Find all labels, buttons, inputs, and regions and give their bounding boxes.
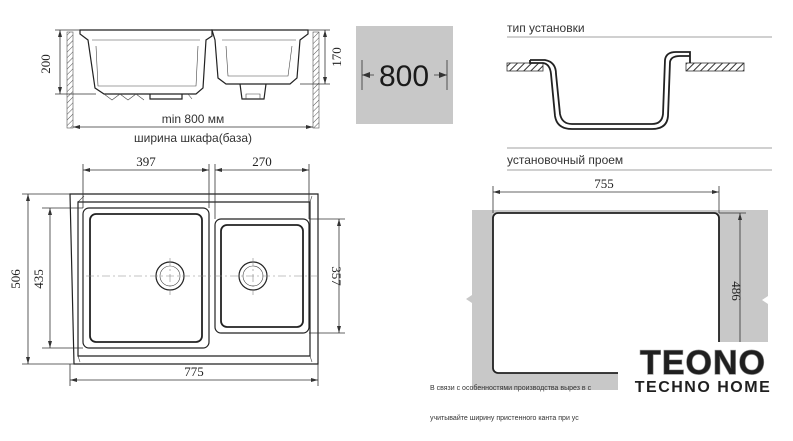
- dim-bowl-left-height: 435: [31, 269, 46, 289]
- dim-bowl-right-width: 270: [252, 154, 272, 169]
- logo-brand: TEONO: [640, 344, 766, 382]
- cabinet-wall-right: [312, 31, 320, 129]
- install-type-section: тип установки: [506, 21, 772, 149]
- dim-side-height-left: 200: [38, 54, 53, 74]
- sink-section-profile: [530, 51, 691, 125]
- top-view: 397 270 506 435 357 775: [8, 154, 345, 386]
- bowl-left: [82, 207, 210, 349]
- cabinet-wall-left: [66, 31, 74, 129]
- dim-side-height-right: 170: [329, 47, 344, 67]
- dim-total-width: 775: [184, 364, 204, 379]
- cutout-height: 486: [729, 281, 744, 301]
- badge-value: 800: [379, 60, 429, 93]
- install-type-title: тип установки: [507, 21, 585, 35]
- countertop-right: [685, 62, 745, 72]
- side-view: 200 170 min 800 мм ширина шкафа(база): [38, 29, 344, 145]
- dim-total-height: 506: [8, 269, 23, 289]
- cutout-title: установочный проем: [507, 153, 623, 167]
- note-line-2: учитывайте ширину пристенного канта при …: [430, 414, 579, 422]
- drain-right: [239, 83, 267, 100]
- dim-bowl-right-height: 357: [329, 266, 344, 286]
- sink-profile-right-bowl: [211, 29, 309, 85]
- cutout-opening: [492, 212, 720, 374]
- brand-logo: TEONO TECHNO HOME: [618, 342, 788, 396]
- min-width-label: min 800 мм: [162, 112, 225, 126]
- countertop-left: [506, 62, 544, 72]
- drain-left: [149, 94, 183, 100]
- cutout-width: 755: [594, 176, 614, 191]
- logo-tagline: TECHNO HOME: [635, 379, 772, 396]
- note-line-1: В связи с особенностями производства выр…: [430, 384, 592, 392]
- cabinet-width-label: ширина шкафа(база): [134, 131, 252, 145]
- cabinet-size-badge: 800: [356, 26, 453, 124]
- dim-bowl-left-width: 397: [136, 154, 156, 169]
- sink-profile-left-bowl: [79, 29, 213, 95]
